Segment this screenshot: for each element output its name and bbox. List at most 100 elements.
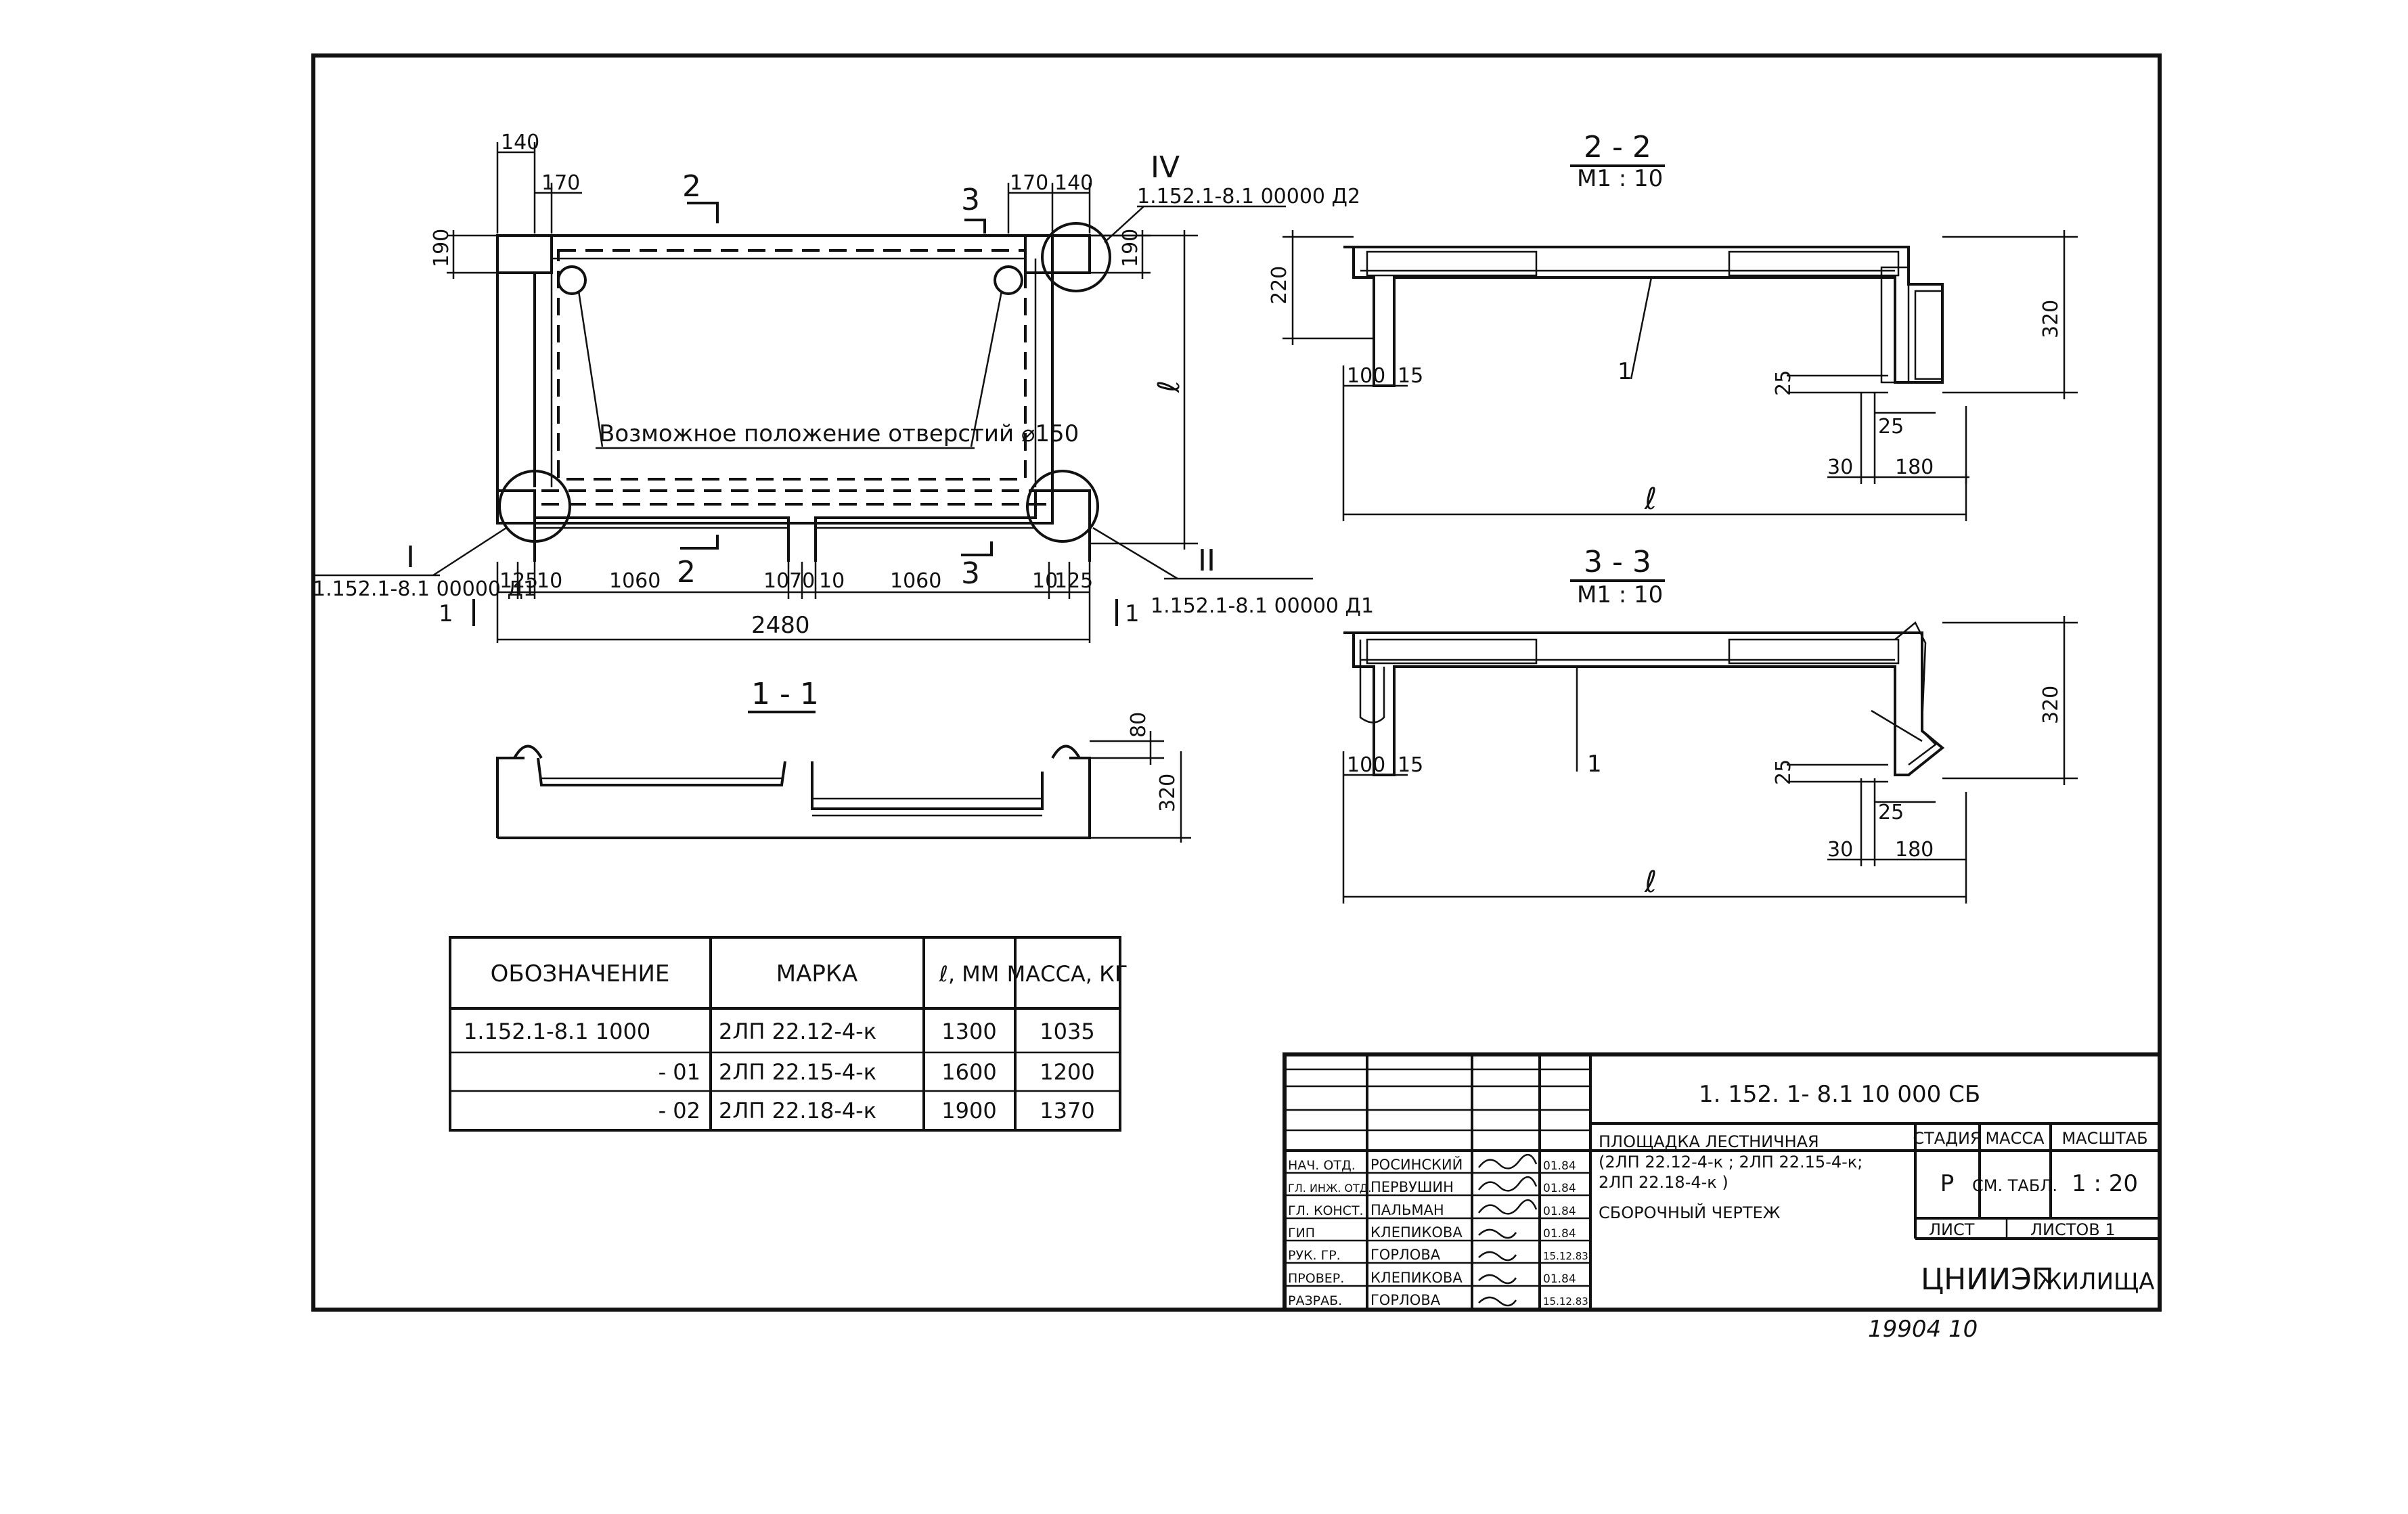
mass-value: СМ. ТАБЛ. bbox=[1972, 1176, 2057, 1195]
s2-dim-220: 220 bbox=[1268, 266, 1291, 305]
spec-header-designation: ОБОЗНАЧЕНИЕ bbox=[491, 960, 670, 987]
spec-r1-c1: 2ЛП 22.15-4-к bbox=[719, 1059, 876, 1085]
spec-r0-c2: 1300 bbox=[941, 1019, 996, 1044]
sheets-label: ЛИСТОВ 1 bbox=[2030, 1220, 2116, 1239]
s2-dim-180: 180 bbox=[1895, 455, 1934, 479]
node-i-ref: 1.152.1-8.1 00000 Д1 bbox=[313, 577, 536, 601]
mass-label: МАССА bbox=[1985, 1129, 2045, 1148]
s3-dim-180: 180 bbox=[1895, 838, 1934, 862]
dim-b-10-b: 10 bbox=[763, 569, 789, 593]
sig-date-5: 01.84 bbox=[1543, 1272, 1576, 1286]
cut-2-bottom: 2 bbox=[677, 555, 696, 589]
s2-dim-15: 15 bbox=[1398, 364, 1423, 388]
spec-r2-c2: 1900 bbox=[941, 1098, 996, 1123]
s3-dim-100: 100 bbox=[1347, 753, 1385, 777]
dim-190-left: 190 bbox=[430, 229, 453, 267]
s3-dim-15: 15 bbox=[1398, 753, 1423, 777]
s2-dim-25b: 25 bbox=[1878, 415, 1904, 439]
spec-r0-c3: 1035 bbox=[1040, 1019, 1094, 1044]
s2-pos-1: 1 bbox=[1618, 358, 1632, 385]
s2-dim-30: 30 bbox=[1827, 455, 1853, 479]
dim-b-125-right: 125 bbox=[1054, 569, 1093, 593]
sig-name-0: РОСИНСКИЙ bbox=[1370, 1156, 1463, 1173]
sig-name-6: ГОРЛОВА bbox=[1370, 1292, 1441, 1308]
spec-r2-c0: - 02 bbox=[659, 1098, 700, 1123]
cut-2-top: 2 bbox=[682, 169, 701, 204]
dim-320-s1: 320 bbox=[1156, 774, 1180, 812]
spec-table: ОБОЗНАЧЕНИЕ МАРКА ℓ, ММ МАССА, КГ 1.152.… bbox=[449, 936, 1128, 1132]
node-ii-label: II bbox=[1198, 543, 1216, 578]
sig-date-6: 15.12.83 bbox=[1543, 1295, 1588, 1308]
node-ii-ref: 1.152.1-8.1 00000 Д1 bbox=[1151, 594, 1374, 618]
org-name: ЦНИИЭП bbox=[1921, 1262, 2054, 1297]
dim-170-right: 170 bbox=[1010, 171, 1048, 195]
plan-l-label: ℓ bbox=[1152, 380, 1186, 393]
scale-label: МАСШТАБ bbox=[2061, 1129, 2147, 1148]
cut-1-left: 1 bbox=[439, 600, 453, 627]
section-2-2: 2 - 2 М1 : 10 1 220 320 100 15 25 25 bbox=[1268, 130, 2078, 521]
sig-date-4: 15.12.83 bbox=[1543, 1250, 1588, 1262]
sig-name-1: ПЕРВУШИН bbox=[1370, 1179, 1454, 1195]
sig-role-6: РАЗРАБ. bbox=[1288, 1293, 1342, 1308]
stage-value: Р bbox=[1940, 1170, 1955, 1197]
s2-dim-320: 320 bbox=[2039, 300, 2063, 338]
section-3-3-scale: М1 : 10 bbox=[1577, 581, 1663, 608]
s3-dim-25b: 25 bbox=[1878, 801, 1904, 824]
sig-role-4: РУК. ГР. bbox=[1288, 1248, 1341, 1263]
stage-label: СТАДИЯ bbox=[1913, 1129, 1981, 1148]
spec-header-length: ℓ, ММ bbox=[939, 961, 1000, 987]
s3-dim-30: 30 bbox=[1827, 838, 1853, 862]
s3-dim-320: 320 bbox=[2039, 686, 2063, 724]
dim-b-1060-right: 1060 bbox=[890, 569, 941, 593]
cut-3-top: 3 bbox=[961, 183, 980, 217]
sig-role-0: НАЧ. ОТД. bbox=[1288, 1158, 1356, 1173]
sig-role-1: ГЛ. ИНЖ. ОТД. bbox=[1288, 1182, 1371, 1195]
hole-note: Возможное положение отверстий ⌀150 bbox=[599, 420, 1079, 447]
spec-header-mass: МАССА, КГ bbox=[1007, 961, 1128, 987]
sig-role-3: ГИП bbox=[1288, 1226, 1315, 1241]
sig-name-3: КЛЕПИКОВА bbox=[1370, 1224, 1463, 1241]
node-i-label: I bbox=[406, 540, 415, 575]
dim-140-right: 140 bbox=[1054, 171, 1093, 195]
frame-note: 19904 10 bbox=[1868, 1316, 1978, 1343]
s2-dim-100: 100 bbox=[1347, 364, 1385, 388]
scale-value: 1 : 20 bbox=[2072, 1170, 2138, 1197]
section-1-1-title: 1 - 1 bbox=[751, 677, 819, 711]
title-line-4: СБОРОЧНЫЙ ЧЕРТЕЖ bbox=[1599, 1203, 1781, 1222]
section-3-3-title: 3 - 3 bbox=[1584, 545, 1651, 579]
cut-3-bottom: 3 bbox=[961, 556, 980, 591]
dim-b-70: 70 bbox=[789, 569, 815, 593]
s2-dim-25a: 25 bbox=[1772, 370, 1796, 396]
spec-r1-c0: - 01 bbox=[659, 1059, 700, 1085]
title-block: 1. 152. 1- 8.1 10 000 СБ ПЛОЩАДКА ЛЕСТНИ… bbox=[1283, 1052, 2162, 1312]
dim-b-125-left: 125 bbox=[499, 569, 538, 593]
node-iv-label: IV bbox=[1151, 150, 1180, 185]
dim-190-right: 190 bbox=[1119, 229, 1142, 267]
sheet-frame bbox=[311, 53, 2162, 1312]
s3-dim-25a: 25 bbox=[1772, 759, 1796, 785]
sig-role-2: ГЛ. КОНСТ. bbox=[1288, 1203, 1364, 1218]
sig-role-5: ПРОВЕР. bbox=[1288, 1271, 1344, 1286]
dim-170-left: 170 bbox=[541, 171, 580, 195]
spec-r0-c1: 2ЛП 22.12-4-к bbox=[719, 1019, 876, 1044]
dim-total-2480: 2480 bbox=[751, 612, 810, 639]
s3-pos-1: 1 bbox=[1587, 751, 1602, 778]
doc-code: 1. 152. 1- 8.1 10 000 СБ bbox=[1699, 1081, 1980, 1108]
handwritten-signatures bbox=[1478, 1154, 1538, 1307]
section-3-3: 3 - 3 М1 : 10 1 320 100 15 25 25 30 180 bbox=[1342, 545, 2078, 904]
sig-date-3: 01.84 bbox=[1543, 1227, 1576, 1241]
s3-l-label: ℓ bbox=[1644, 865, 1657, 899]
sig-date-2: 01.84 bbox=[1543, 1205, 1576, 1218]
spec-r1-c3: 1200 bbox=[1040, 1059, 1094, 1085]
spec-r1-c2: 1600 bbox=[941, 1059, 996, 1085]
sheet-label: ЛИСТ bbox=[1929, 1220, 1975, 1239]
title-line-3: 2ЛП 22.18-4-к ) bbox=[1599, 1173, 1729, 1192]
section-2-2-scale: М1 : 10 bbox=[1577, 165, 1663, 192]
section-1-1: 1 - 1 80 320 bbox=[496, 677, 1191, 843]
org-suffix: ЖИЛИЩА bbox=[2037, 1268, 2155, 1295]
sig-name-2: ПАЛЬМАН bbox=[1370, 1202, 1444, 1218]
dim-b-10-a: 10 bbox=[537, 569, 562, 593]
dim-b-10-c: 10 bbox=[819, 569, 845, 593]
node-iv-ref: 1.152.1-8.1 00000 Д2 bbox=[1137, 185, 1360, 208]
